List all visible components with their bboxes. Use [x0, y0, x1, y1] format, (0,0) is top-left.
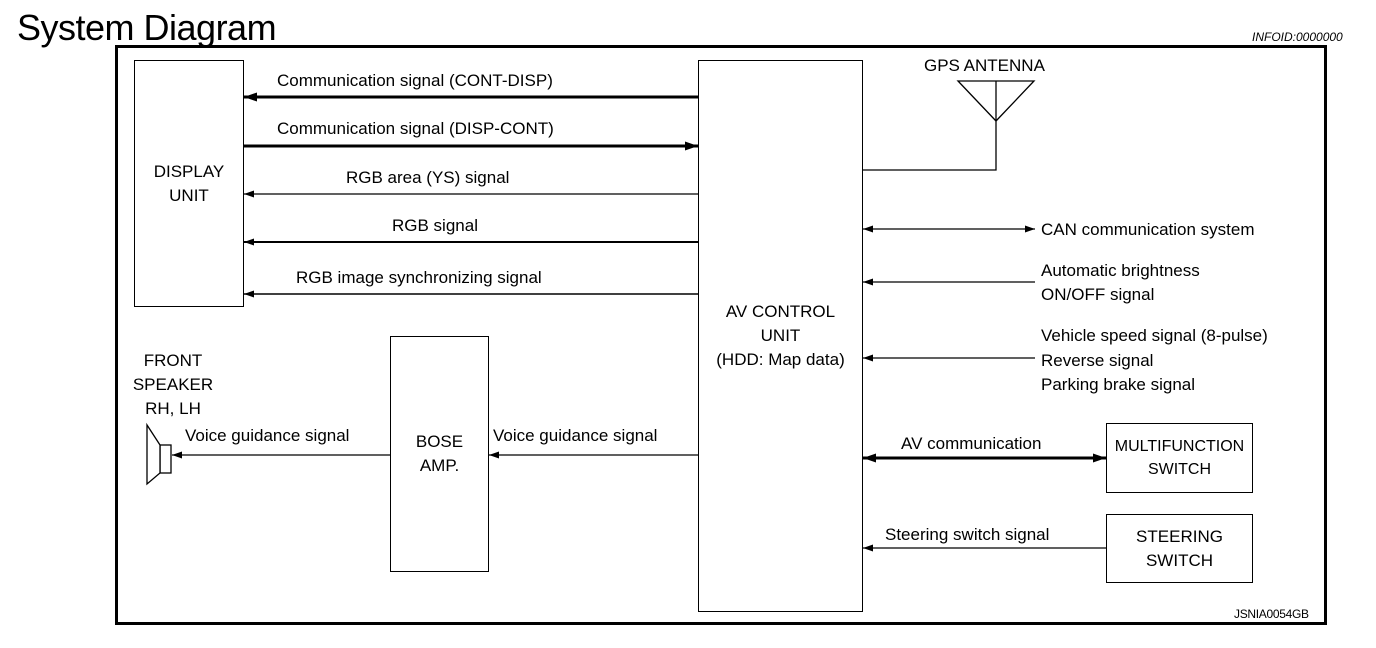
av-control-unit-label-1: AV CONTROL — [725, 302, 836, 321]
multifunction-switch-label-2: SWITCH — [1147, 461, 1212, 478]
signal-label-steering: Steering switch signal — [885, 525, 1050, 544]
signal-label-rgb: RGB signal — [392, 216, 478, 235]
info-id: INFOID:0000000 — [1252, 30, 1343, 44]
auto-brightness-line-1: Automatic brightness — [1041, 261, 1200, 280]
bose-amp-label-1: BOSE — [415, 432, 464, 451]
wire-gps-antenna — [862, 121, 997, 171]
signal-label-auto-brightness: Automatic brightness ON/OFF signal — [1041, 259, 1200, 307]
signal-label-av-comm: AV communication — [901, 434, 1042, 453]
figure-reference-code: JSNIA0054GB — [1234, 607, 1309, 621]
signal-label-disp-cont: Communication signal (DISP-CONT) — [277, 119, 554, 138]
diagram-frame — [115, 45, 1327, 625]
display-unit-block: DISPLAY UNIT — [134, 60, 244, 307]
steering-switch-label-1: STEERING — [1136, 526, 1223, 546]
front-speaker-line-1: FRONT — [143, 351, 203, 370]
display-unit-label-1: DISPLAY — [153, 161, 225, 181]
signal-label-rgb-area: RGB area (YS) signal — [346, 168, 510, 187]
signal-label-can: CAN communication system — [1041, 220, 1255, 239]
vehicle-speed-line: Vehicle speed signal (8-pulse) — [1041, 326, 1268, 345]
signal-label-vehicle-inputs: Vehicle speed signal (8-pulse) Reverse s… — [1041, 324, 1268, 398]
reverse-line: Reverse signal — [1041, 350, 1154, 370]
av-control-unit-block: AV CONTROL UNIT (HDD: Map data) — [698, 60, 863, 612]
multifunction-switch-block: MULTIFUNCTION SWITCH — [1106, 423, 1253, 493]
gps-antenna-label: GPS ANTENNA — [924, 56, 1045, 75]
auto-brightness-line-2: ON/OFF signal — [1041, 285, 1155, 304]
av-control-unit-label-3: (HDD: Map data) — [716, 350, 845, 369]
signal-label-voice-to-speaker: Voice guidance signal — [185, 426, 350, 445]
signal-label-voice-to-amp: Voice guidance signal — [493, 426, 658, 445]
bose-amp-label-2: AMP. — [419, 456, 460, 475]
speaker-magnet-icon — [159, 444, 172, 474]
steering-switch-block: STEERING SWITCH — [1106, 514, 1253, 583]
signal-label-cont-disp: Communication signal (CONT-DISP) — [277, 71, 553, 90]
signal-label-rgb-sync: RGB image synchronizing signal — [296, 268, 542, 287]
parking-brake-line: Parking brake signal — [1041, 375, 1196, 394]
multifunction-switch-label-1: MULTIFUNCTION — [1114, 438, 1245, 455]
page-title: System Diagram — [17, 7, 277, 48]
av-control-unit-label-2: UNIT — [760, 326, 801, 345]
bose-amp-block: BOSE AMP. — [390, 336, 489, 572]
front-speaker-label: FRONT SPEAKER RH, LH — [129, 349, 217, 421]
display-unit-label-2: UNIT — [169, 185, 209, 205]
front-speaker-line-3: RH, LH — [145, 399, 201, 418]
front-speaker-line-2: SPEAKER — [132, 375, 214, 394]
steering-switch-label-2: SWITCH — [1145, 550, 1214, 570]
speaker-cone-icon — [146, 422, 161, 486]
